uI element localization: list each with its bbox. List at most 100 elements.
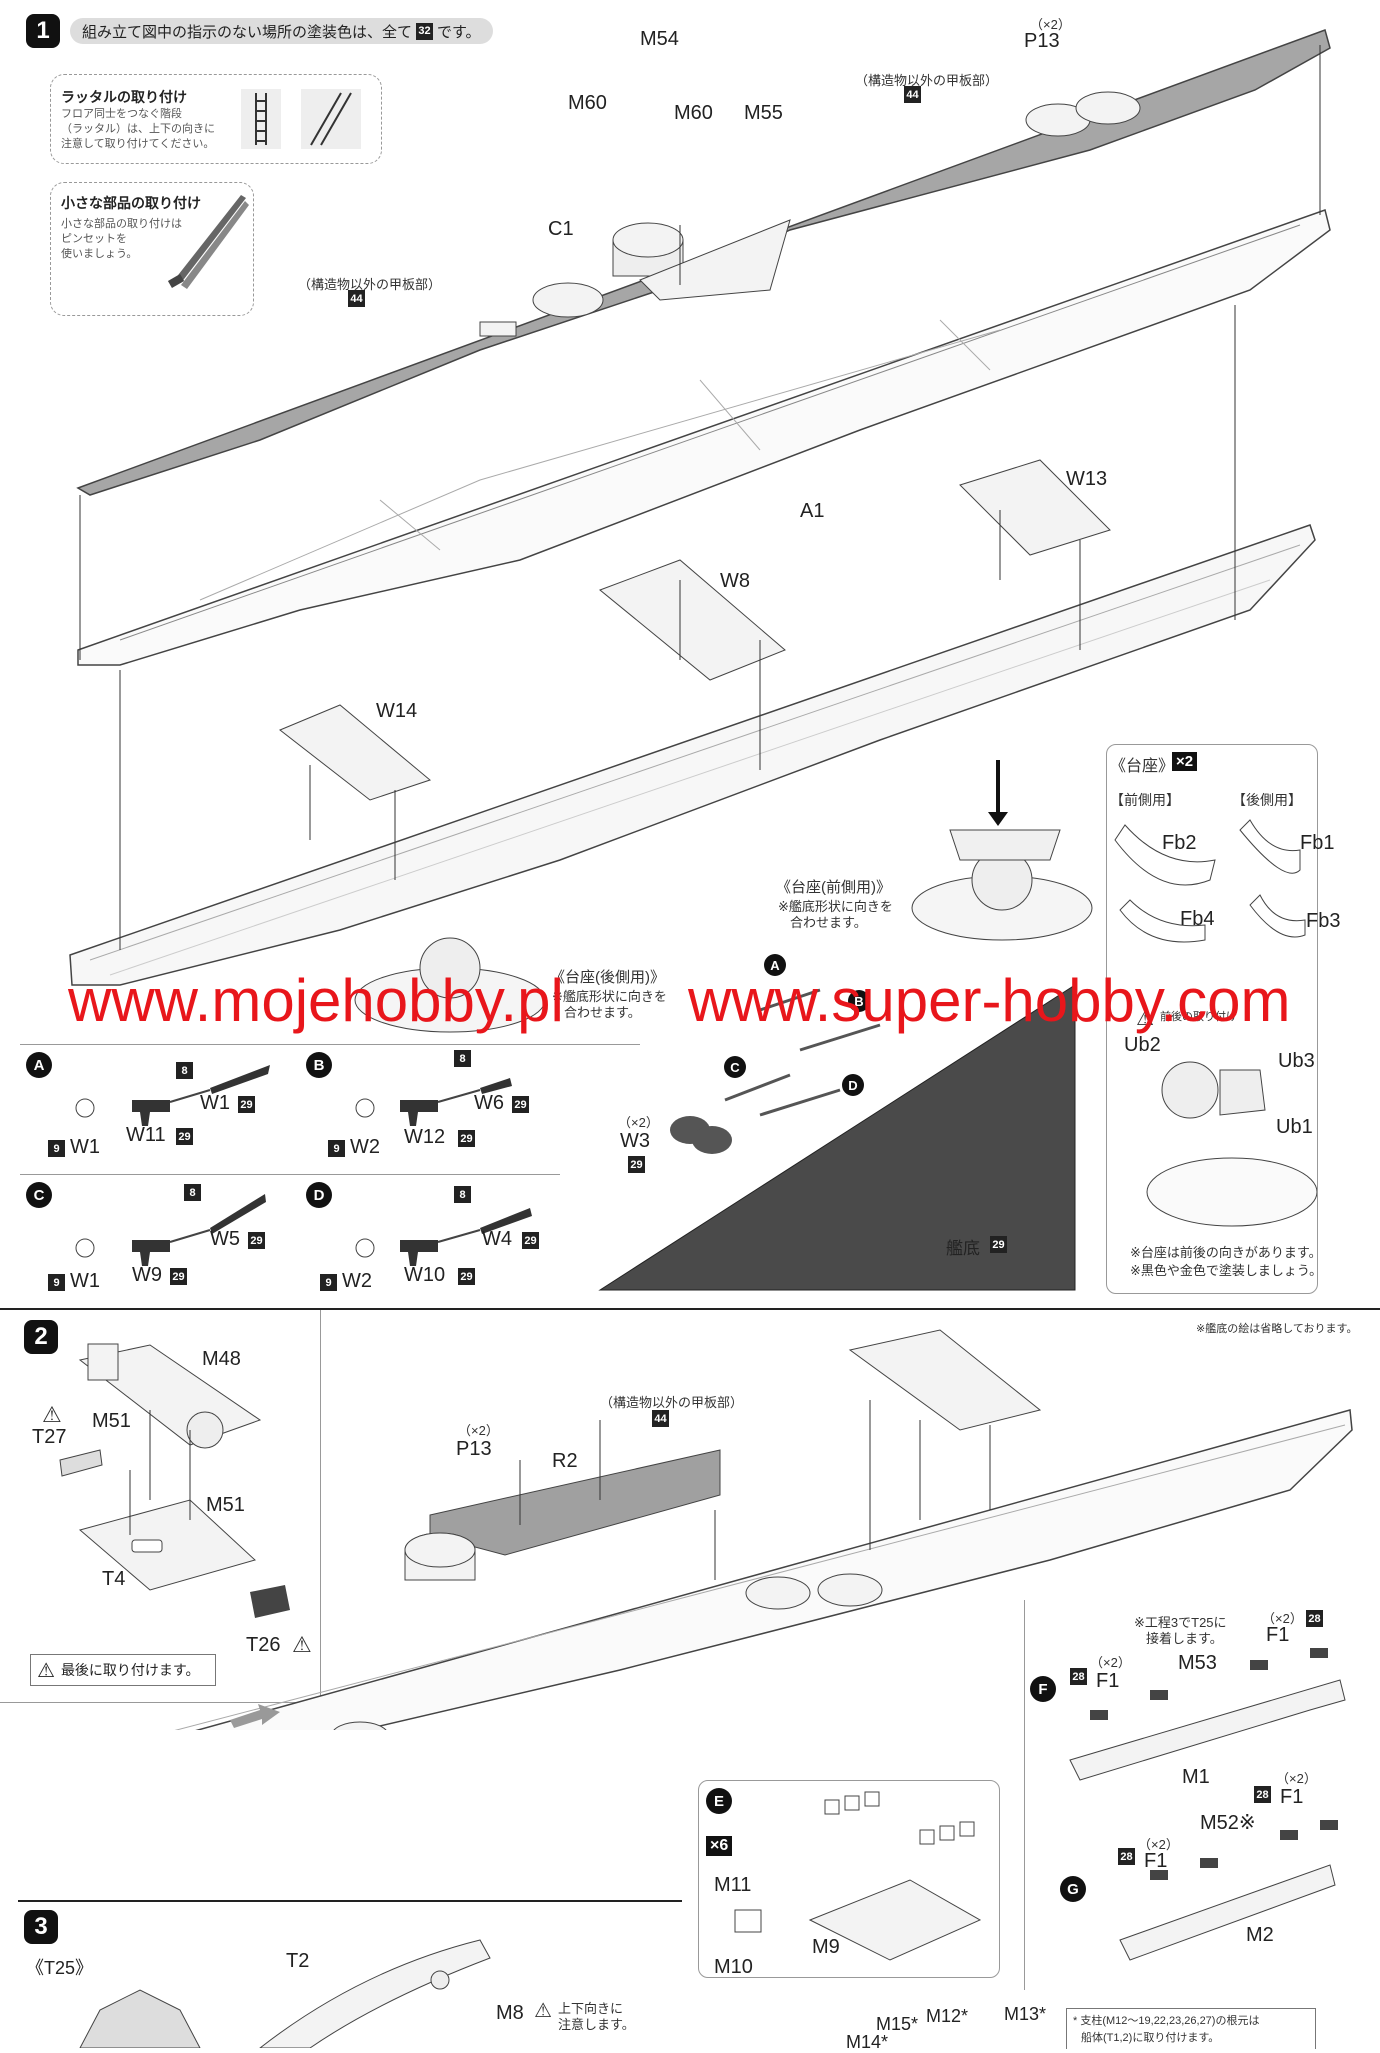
g-subassembly-letter: G — [1060, 1876, 1086, 1902]
tweezers-icon — [167, 195, 249, 289]
part-label-m10: M10 — [714, 1956, 753, 1978]
hull-marker-d: D — [842, 1074, 864, 1096]
part-label-m15: M15* — [876, 2014, 919, 2034]
e-subassembly-panel — [698, 1780, 1000, 1978]
step1-instruction-banner: 組み立て図中の指示のない場所の塗装色は、全て 32 です。 — [70, 18, 493, 44]
part-label-m2: M2 — [1246, 1924, 1274, 1946]
part-label-w3: W3 — [620, 1130, 650, 1152]
part-label-w14: W14 — [376, 700, 418, 722]
part-label-m13: M13* — [1004, 2004, 1047, 2024]
part2-paint-code: 29 — [458, 1268, 475, 1285]
part1-paint-code: 9 — [320, 1274, 337, 1291]
shaft-paint-code: 8 — [454, 1186, 471, 1203]
e-subassembly-drawing — [734, 1791, 982, 1961]
step2-deck-paint-code: 44 — [652, 1410, 669, 1427]
part-label-t4: T4 — [102, 1568, 126, 1590]
propeller-group-letter: C — [26, 1182, 52, 1208]
part-label-f1-top-right: F1 — [1266, 1624, 1290, 1646]
stand-panel-title: 《台座》 — [1110, 758, 1175, 775]
part1-paint-code: 9 — [328, 1140, 345, 1157]
ladder-tip-text-3: 注意して取り付けてください。 — [61, 138, 215, 150]
stand-front-note-1: ※艦底形状に向きを — [778, 899, 893, 914]
shaft-paint-code: 8 — [184, 1184, 201, 1201]
f1-paint-code-mid-left: 28 — [1118, 1848, 1135, 1865]
step3-divider — [18, 1900, 682, 1902]
step2-divider — [0, 1308, 1380, 1310]
f1-paint-code-top-right: 28 — [1306, 1610, 1323, 1627]
step2-hull-drawing — [174, 1329, 1353, 1730]
paint-code-badge: 32 — [416, 22, 434, 40]
stand-warning-note: 前後の取り付け — [1160, 1011, 1237, 1023]
stand-note-1: ※台座は前後の向きがあります。 — [1130, 1245, 1322, 1260]
f1-quantity-top-left: （×2） — [1090, 1655, 1131, 1670]
part-label-p13: P13 — [1024, 30, 1060, 52]
propeller-assembly-drawing — [355, 1078, 512, 1126]
part-label-m54: M54 — [640, 28, 679, 50]
part-label-m14: M14* — [846, 2032, 889, 2052]
part1-label: W2 — [342, 1270, 372, 1292]
step2-left-panel-bottom — [0, 1702, 322, 1703]
propeller-group-divider — [20, 1174, 560, 1175]
stand-rear-note-2: 合わせます。 — [564, 1005, 641, 1020]
part2-paint-code: 29 — [176, 1128, 193, 1145]
part-label-ub1: Ub1 — [1276, 1116, 1313, 1138]
m8-note-1: 上下向きに — [558, 2001, 624, 2016]
t27-warning-icon: ⚠ — [42, 1402, 62, 1427]
p13-quantity: （×2） — [1030, 17, 1071, 32]
part3-label: W6 — [474, 1092, 504, 1114]
step2-top-note: ※艦底の絵は省略しております。 — [1196, 1323, 1358, 1335]
part2-label: W9 — [132, 1264, 162, 1286]
stand-rear-label: 【後側用】 — [1232, 792, 1302, 808]
part-label-m9: M9 — [812, 1936, 840, 1958]
part-label-ub3: Ub3 — [1278, 1050, 1315, 1072]
step2-number: 2 — [24, 1320, 58, 1354]
part-label-m60-left: M60 — [568, 92, 607, 114]
stand-rear-note-1: ※艦底形状に向きを — [552, 989, 667, 1004]
part-label-t25: 《T25》 — [26, 1958, 94, 1978]
part-label-t27: T27 — [32, 1426, 67, 1448]
e-subassembly-letter: E — [706, 1788, 732, 1814]
stand-panel-count: ×2 — [1172, 752, 1198, 771]
ladder-tip-text-1: フロア同士をつなぐ階段 — [61, 108, 182, 120]
part3-paint-code: 29 — [512, 1096, 529, 1113]
part-label-f1-mid-right: F1 — [1280, 1786, 1304, 1808]
stand-front-label: 【前側用】 — [1110, 792, 1180, 808]
shaft-paint-code: 8 — [454, 1050, 471, 1067]
part-label-fb1: Fb1 — [1300, 832, 1335, 854]
ladder-tip-text-2: （ラッタル）は、上下の向きに — [61, 123, 215, 135]
ladder-tip-box: ラッタルの取り付け フロア同士をつなぐ階段 （ラッタル）は、上下の向きに 注意し… — [50, 74, 382, 164]
step2-turret-assembly-drawing — [59, 1343, 290, 1618]
f1-quantity-mid-left: （×2） — [1138, 1837, 1179, 1852]
f1-quantity-mid-right: （×2） — [1276, 1771, 1317, 1786]
small-parts-tip-box: 小さな部品の取り付け 小さな部品の取り付けは ピンセットを 使いましょう。 — [50, 182, 254, 316]
step1-number: 1 — [26, 14, 60, 48]
propeller-group-letter: D — [306, 1182, 332, 1208]
part-label-m1: M1 — [1182, 1766, 1210, 1788]
propeller-section-divider — [20, 1044, 640, 1045]
stand-rear-title: 《台座(後側用)》 — [550, 969, 665, 986]
stand-front-note-2: 合わせます。 — [790, 915, 867, 930]
part1-label: W1 — [70, 1136, 100, 1158]
m8-note-2: 注意します。 — [558, 2017, 635, 2032]
part-label-ub2: Ub2 — [1124, 1034, 1161, 1056]
part-label-m55: M55 — [744, 102, 783, 124]
step1-instruction: 組み立て図中の指示のない場所の塗装色は、全て — [82, 23, 413, 41]
t25-note-2: 接着します。 — [1146, 1631, 1223, 1646]
part1-paint-code: 9 — [48, 1140, 65, 1157]
step1-ship-assembly-drawing — [69, 29, 1331, 1291]
last-install-note: 最後に取り付けます。 — [60, 1662, 200, 1678]
part-label-c1: C1 — [548, 218, 574, 240]
w3-quantity: （×2） — [618, 1115, 659, 1130]
part2-label: W10 — [404, 1264, 446, 1286]
part-label-f1-mid-left: F1 — [1144, 1850, 1168, 1872]
part-label-fb4: Fb4 — [1180, 908, 1215, 930]
m8-warning-icon: ⚠ — [534, 2000, 552, 2022]
f1-quantity-top-right: （×2） — [1262, 1611, 1303, 1626]
step2-deck-note: （構造物以外の甲板部） — [600, 1395, 744, 1410]
part3-paint-code: 29 — [248, 1232, 265, 1249]
deck-note-top: （構造物以外の甲板部） — [855, 73, 999, 88]
part-label-fb3: Fb3 — [1306, 910, 1341, 932]
part3-paint-code: 29 — [238, 1096, 255, 1113]
part1-label: W2 — [350, 1136, 380, 1158]
part3-label: W5 — [210, 1228, 240, 1250]
